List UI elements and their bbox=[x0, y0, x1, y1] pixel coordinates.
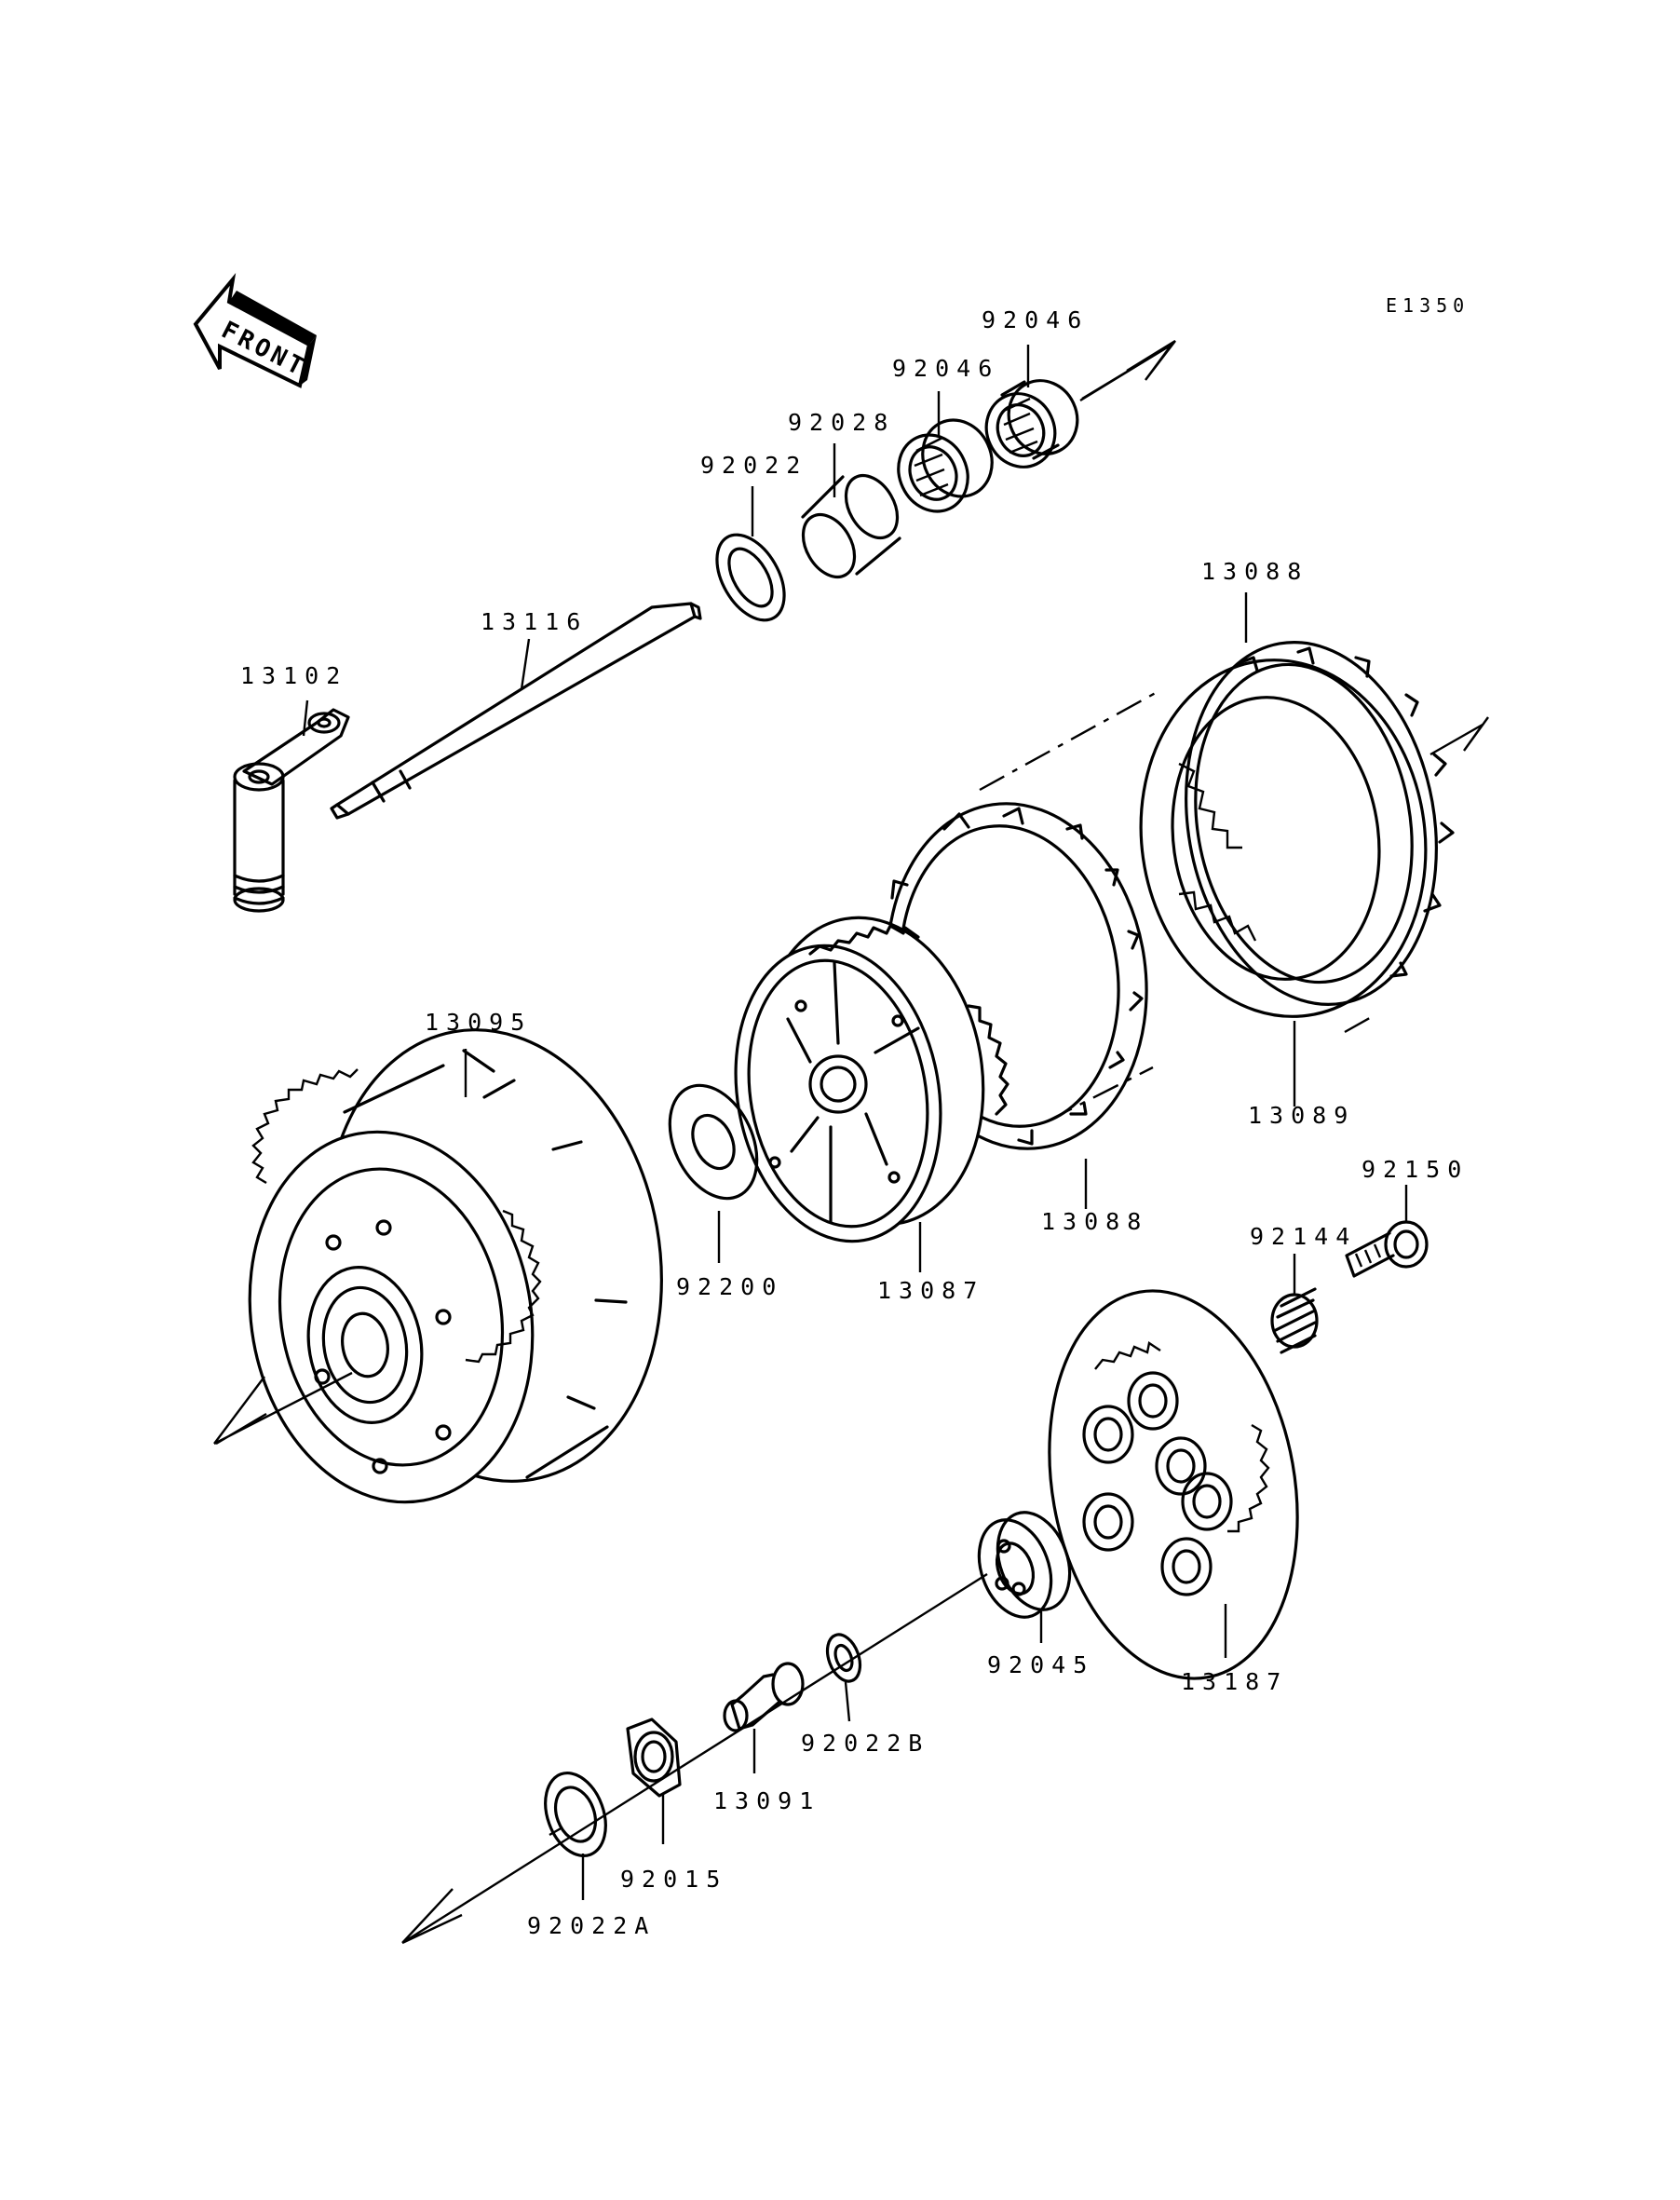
washer-92022B bbox=[825, 1633, 862, 1683]
part-number-13116: 13116 bbox=[481, 608, 588, 635]
part-number-13088-top: 13088 bbox=[1201, 558, 1308, 585]
washer-92022 bbox=[715, 533, 786, 622]
front-arrow-icon: FRONT bbox=[193, 273, 317, 388]
part-number-92046b: 92046 bbox=[892, 355, 999, 382]
direction-arrow-icon bbox=[1429, 716, 1489, 756]
part-number-92022: 92022 bbox=[700, 452, 807, 479]
push-rod-13116 bbox=[330, 602, 702, 820]
clutch-housing-13095 bbox=[248, 1028, 663, 1504]
direction-arrow-icon bbox=[213, 1371, 353, 1446]
part-number-92022A: 92022A bbox=[527, 1912, 656, 1939]
part-number-13102: 13102 bbox=[240, 662, 347, 689]
leader-lines bbox=[302, 345, 1408, 1900]
clutch-hub-13087 bbox=[734, 916, 1009, 1243]
friction-plate-13088-back bbox=[1185, 641, 1455, 1006]
leader-line bbox=[549, 1826, 563, 1837]
part-number-13088-bottom: 13088 bbox=[1041, 1208, 1148, 1235]
push-piece-13091 bbox=[723, 1662, 805, 1732]
leader-line bbox=[1081, 345, 1170, 401]
nut-92015 bbox=[626, 1718, 682, 1798]
part-number-92015: 92015 bbox=[620, 1866, 727, 1893]
diagram-code: E1350 bbox=[1386, 294, 1470, 317]
release-lever-13102 bbox=[233, 708, 350, 913]
part-number-92150: 92150 bbox=[1362, 1156, 1469, 1183]
part-number-13091: 13091 bbox=[713, 1787, 820, 1814]
steel-plate-13089 bbox=[1139, 659, 1428, 1018]
part-number-13089: 13089 bbox=[1248, 1102, 1355, 1129]
bolt-92150 bbox=[1345, 1220, 1429, 1278]
part-number-92200: 92200 bbox=[676, 1273, 783, 1300]
part-number-92022B: 92022B bbox=[801, 1730, 929, 1757]
part-number-92144: 92144 bbox=[1250, 1223, 1357, 1250]
ball-bearing-92045 bbox=[977, 1511, 1072, 1619]
center-axis-line bbox=[401, 1572, 988, 1945]
lock-washer-92022A bbox=[544, 1771, 607, 1858]
part-number-13187: 13187 bbox=[1181, 1668, 1288, 1695]
part-number-13087: 13087 bbox=[877, 1277, 984, 1304]
part-number-92028: 92028 bbox=[788, 409, 895, 436]
thrust-washer-92200 bbox=[668, 1083, 759, 1201]
sleeve-92028 bbox=[801, 473, 901, 579]
needle-bearing-92046-left bbox=[897, 418, 994, 513]
part-number-13095: 13095 bbox=[425, 1009, 532, 1036]
spring-92144 bbox=[1270, 1287, 1319, 1354]
pressure-plate-13187 bbox=[1048, 1289, 1299, 1680]
guide-line bbox=[979, 687, 1375, 1123]
part-number-92045: 92045 bbox=[987, 1651, 1094, 1678]
part-number-92046a: 92046 bbox=[982, 306, 1089, 333]
